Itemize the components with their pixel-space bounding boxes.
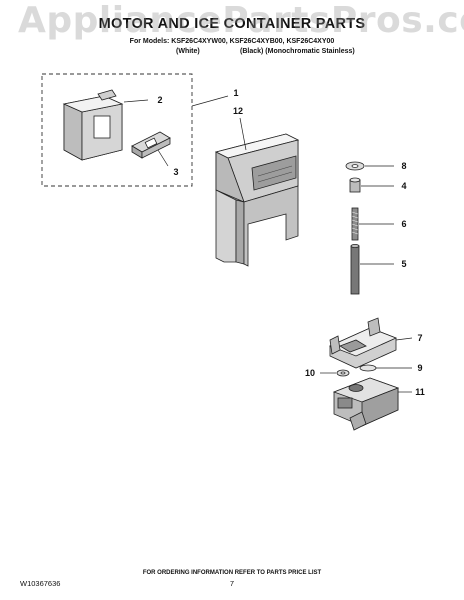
- part-auger-motor: [332, 377, 400, 431]
- page-number: 7: [229, 579, 235, 588]
- part-clip: [131, 131, 171, 159]
- callout-11: 11: [415, 387, 425, 397]
- part-motor-bracket: [328, 317, 398, 369]
- part-gasket: [359, 364, 377, 372]
- part-washer: [345, 161, 365, 171]
- ordering-note: FOR ORDERING INFORMATION REFER TO PARTS …: [142, 570, 322, 576]
- callout-10: 10: [304, 368, 315, 378]
- part-shaft: [350, 243, 360, 295]
- callout-12: 12: [232, 106, 243, 116]
- part-spring: [351, 207, 359, 241]
- page-title: MOTOR AND ICE CONTAINER PARTS: [98, 16, 366, 32]
- callout-8: 8: [401, 161, 407, 171]
- callout-7: 7: [417, 333, 423, 343]
- color-white-label: (White): [176, 48, 200, 55]
- part-ice-container-housing: [214, 133, 300, 267]
- callout-3: 3: [173, 167, 179, 177]
- document-number: W10367636: [20, 579, 61, 588]
- part-small-washer: [336, 369, 350, 377]
- callout-1: 1: [233, 88, 239, 98]
- callout-5: 5: [401, 259, 407, 269]
- callout-2: 2: [157, 95, 163, 105]
- callout-6: 6: [401, 219, 407, 229]
- color-black-label: (Black) (Monochromatic Stainless): [240, 48, 355, 55]
- assembly-outline: [41, 73, 193, 187]
- callout-4: 4: [401, 181, 407, 191]
- part-ice-bin-bracket: [62, 89, 124, 161]
- model-list: For Models: KSF26C4XYW00, KSF26C4XYB00, …: [129, 38, 335, 45]
- part-bushing: [349, 177, 361, 193]
- callout-9: 9: [417, 363, 423, 373]
